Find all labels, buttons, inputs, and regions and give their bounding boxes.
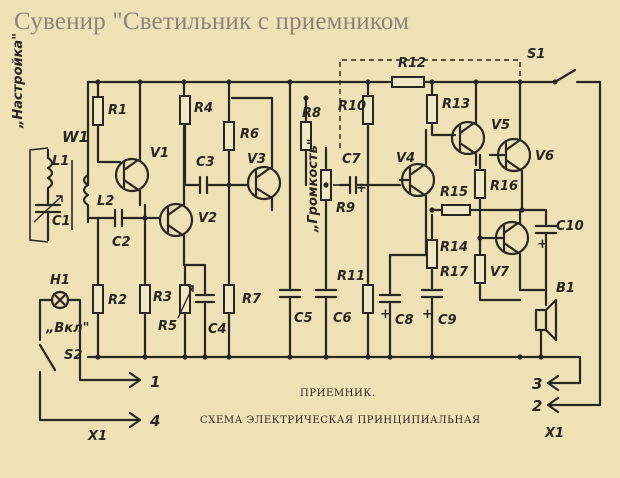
switch-s1 — [553, 68, 577, 84]
label-L1: L1 — [52, 154, 69, 169]
caption-line-1: ПРИЕМНИК. — [300, 388, 375, 399]
label-C4: C4 — [208, 322, 227, 337]
label-C2: C2 — [112, 235, 131, 250]
label-V6: V6 — [535, 149, 554, 164]
transistor-v3 — [246, 165, 282, 201]
resistor-r5 — [179, 284, 191, 314]
label-B1: B1 — [556, 281, 575, 296]
label-C8: C8 — [395, 313, 414, 328]
resistor-r3 — [139, 284, 151, 314]
antenna-w1-frame — [29, 147, 49, 243]
coil-l1 — [46, 148, 54, 197]
caption-line-2: СХЕМА ЭЛЕКТРИЧЕСКАЯ ПРИНЦИПИАЛЬНАЯ — [200, 415, 481, 426]
label-C9: C9 — [438, 313, 457, 328]
capacitor-c3 — [198, 175, 250, 195]
speaker-b1 — [534, 308, 548, 332]
capacitor-c6 — [314, 208, 338, 359]
label-X1-left: X1 — [87, 429, 107, 444]
label-V3: V3 — [247, 152, 266, 167]
label-V7: V7 — [490, 265, 510, 280]
right-supply-wire — [546, 80, 602, 407]
label-R4: R4 — [194, 101, 213, 116]
tuning-arrow — [33, 195, 63, 223]
switch-s2 — [38, 343, 57, 372]
label-R11: R11 — [337, 269, 365, 284]
resistor-r16 — [474, 169, 486, 199]
capacitor-c7 — [338, 175, 402, 195]
label-V4: V4 — [396, 151, 415, 166]
label-C10: C10 — [556, 219, 584, 234]
label-H1: H1 — [50, 273, 70, 288]
label-V2: V2 — [198, 211, 217, 226]
label-C1: C1 — [52, 214, 71, 229]
coil-l2 — [82, 173, 90, 224]
label-R7: R7 — [242, 292, 262, 307]
connector-3-wire — [546, 355, 582, 385]
label-pin-1: 1 — [150, 373, 160, 391]
label-R12: R12 — [398, 56, 426, 71]
resistor-r6 — [223, 121, 235, 151]
label-pin-4: 4 — [149, 412, 160, 430]
label-plus-c7: + — [356, 181, 367, 196]
label-plus-c10: + — [537, 237, 548, 252]
label-S1: S1 — [527, 47, 545, 62]
label-X1-right: X1 — [544, 426, 564, 441]
label-R17: R17 — [440, 265, 469, 280]
resistor-r2 — [92, 284, 104, 314]
label-W1: W1 — [62, 128, 89, 146]
resistor-r12 — [391, 76, 425, 88]
label-C7: C7 — [342, 152, 362, 167]
label-R14: R14 — [440, 240, 468, 255]
label-R2: R2 — [108, 293, 127, 308]
resistor-r17 — [474, 254, 486, 284]
label-R15: R15 — [440, 185, 468, 200]
resistor-r15 — [441, 204, 471, 216]
resistor-r1 — [92, 96, 104, 126]
capacitor-c8 — [378, 253, 402, 359]
label-V5: V5 — [491, 118, 510, 133]
label-R3: R3 — [153, 290, 172, 305]
capacitor-c10 — [518, 208, 558, 292]
transistor-v5 — [450, 120, 486, 156]
label-C6: C6 — [333, 311, 352, 326]
transistor-v2 — [158, 202, 194, 238]
label-nastroika: „Настройка" — [11, 33, 26, 129]
label-vkl: „Вкл" — [45, 321, 89, 336]
resistor-r11 — [362, 284, 374, 314]
label-C3: C3 — [196, 155, 215, 170]
label-L2: L2 — [97, 194, 114, 209]
label-plus-c8: + — [380, 307, 391, 322]
resistor-r7 — [223, 284, 235, 314]
capacitor-c2 — [86, 208, 162, 228]
label-pin-2: 2 — [532, 397, 542, 415]
label-plus-c9: + — [422, 307, 433, 322]
label-S2: S2 — [64, 348, 82, 363]
label-R1: R1 — [108, 103, 127, 118]
capacitor-c9 — [420, 288, 444, 359]
label-R6: R6 — [240, 127, 259, 142]
label-pin-3: 3 — [532, 375, 542, 393]
resistor-r4 — [179, 95, 191, 125]
resistor-r14 — [426, 239, 438, 269]
label-R10: R10 — [338, 99, 366, 114]
resistor-r13 — [426, 94, 438, 124]
label-gromkost: „Громкость" — [306, 138, 321, 233]
capacitor-c4 — [194, 288, 216, 359]
junction-dots — [95, 79, 544, 360]
capacitor-c1 — [34, 193, 62, 242]
label-R9: R9 — [336, 201, 355, 216]
label-C5: C5 — [294, 311, 313, 326]
label-R16: R16 — [490, 179, 518, 194]
label-R13: R13 — [442, 97, 470, 112]
page-title: Сувенир "Светильник с приемником — [14, 8, 410, 35]
label-V1: V1 — [150, 146, 169, 161]
label-R8: R8 — [302, 106, 321, 121]
label-R5: R5 — [158, 319, 177, 334]
capacitor-c5 — [278, 288, 302, 359]
transistor-v1 — [114, 157, 150, 193]
